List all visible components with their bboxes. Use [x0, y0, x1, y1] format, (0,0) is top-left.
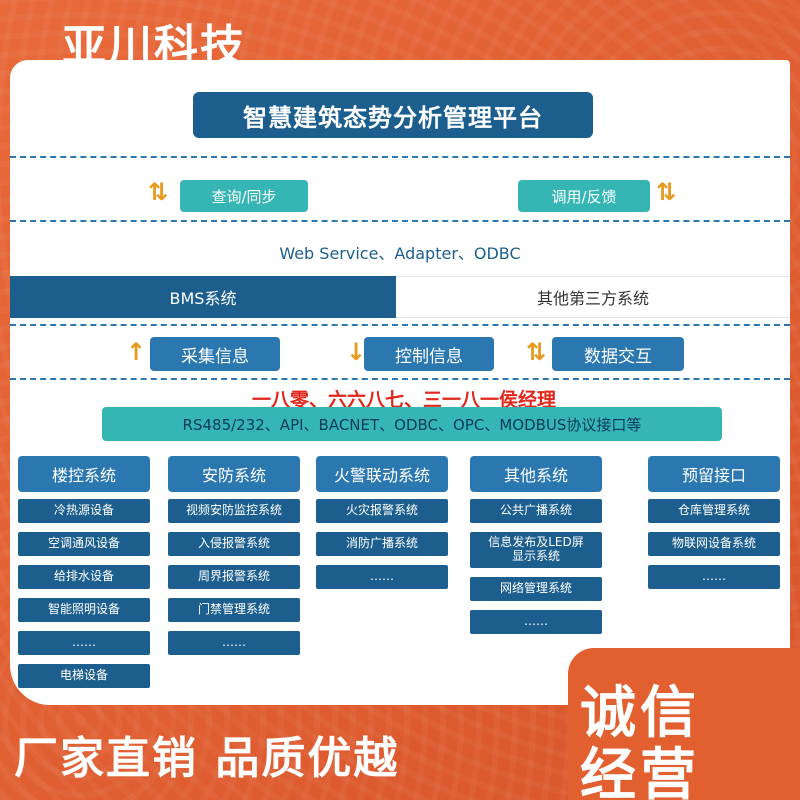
col-head-security[interactable]: 安防系统 — [168, 456, 300, 492]
list-item[interactable]: 公共广播系统 — [470, 499, 602, 523]
bidirectional-arrow-icon: ⇅ — [656, 178, 677, 206]
divider-3 — [10, 324, 790, 326]
invoke-feedback-button[interactable]: 调用/反馈 — [518, 180, 650, 212]
col-head-fire-alarm[interactable]: 火警联动系统 — [316, 456, 448, 492]
list-item[interactable]: 门禁管理系统 — [168, 598, 300, 622]
contact-text: 一八零、六六八七、三一八一侯经理 — [251, 389, 556, 411]
col-head-other-systems[interactable]: 其他系统 — [470, 456, 602, 492]
slogan-right-bottom: 经营 — [580, 743, 700, 800]
slogan-right-top: 诚信 — [580, 681, 700, 746]
third-party-bar[interactable]: 其他第三方系统 — [396, 276, 790, 318]
bidirectional-arrow-icon: ⇅ — [526, 338, 547, 366]
list-item[interactable]: 火灾报警系统 — [316, 499, 448, 523]
list-item[interactable]: 给排水设备 — [18, 565, 150, 589]
divider-1 — [10, 156, 790, 158]
middleware-label: Web Service、Adapter、ODBC — [279, 244, 521, 263]
list-item[interactable]: 电梯设备 — [18, 664, 150, 688]
protocol-bar: RS485/232、API、BACNET、ODBC、OPC、MODBUS协议接口… — [102, 407, 722, 441]
list-item[interactable]: 周界报警系统 — [168, 565, 300, 589]
list-item[interactable]: 消防广播系统 — [316, 532, 448, 556]
platform-title: 智慧建筑态势分析管理平台 — [193, 92, 593, 138]
list-item[interactable]: 仓库管理系统 — [648, 499, 780, 523]
collect-info-button[interactable]: 采集信息 — [150, 337, 280, 371]
arrow-down-icon: ↓ — [346, 338, 367, 366]
slogan-corner — [568, 648, 800, 800]
data-exchange-button[interactable]: 数据交互 — [552, 337, 684, 371]
architecture-panel: 智慧建筑态势分析管理平台 ⇅ 查询/同步 调用/反馈 ⇅ Web Service… — [10, 60, 790, 705]
arrow-up-icon: ↑ — [126, 338, 147, 366]
query-sync-button[interactable]: 查询/同步 — [180, 180, 308, 212]
list-item[interactable]: 网络管理系统 — [470, 577, 602, 601]
list-item[interactable]: …… — [470, 610, 602, 634]
list-item[interactable]: …… — [316, 565, 448, 589]
col-head-building-control[interactable]: 楼控系统 — [18, 456, 150, 492]
bms-system-bar[interactable]: BMS系统 — [10, 276, 396, 318]
col-head-reserved-interface[interactable]: 预留接口 — [648, 456, 780, 492]
divider-2 — [10, 220, 790, 222]
list-item[interactable]: 冷热源设备 — [18, 499, 150, 523]
list-item[interactable]: 视频安防监控系统 — [168, 499, 300, 523]
list-item[interactable]: 入侵报警系统 — [168, 532, 300, 556]
list-item[interactable]: 物联网设备系统 — [648, 532, 780, 556]
list-item[interactable]: 信息发布及LED屏显示系统 — [470, 532, 602, 568]
control-info-button[interactable]: 控制信息 — [364, 337, 494, 371]
slogan-bottom: 厂家直销 品质优越 — [14, 733, 400, 784]
list-item[interactable]: …… — [648, 565, 780, 589]
list-item[interactable]: …… — [168, 631, 300, 655]
bidirectional-arrow-icon: ⇅ — [148, 178, 169, 206]
list-item[interactable]: 智能照明设备 — [18, 598, 150, 622]
list-item[interactable]: 空调通风设备 — [18, 532, 150, 556]
divider-4 — [10, 378, 790, 380]
list-item[interactable]: …… — [18, 631, 150, 655]
